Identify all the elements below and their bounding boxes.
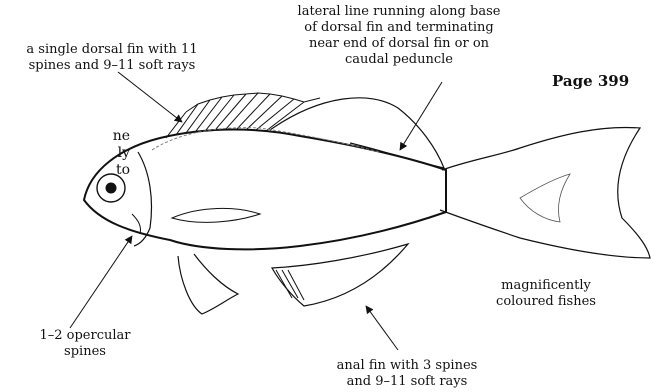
dorsal-spines <box>166 93 320 138</box>
pectoral-fin <box>172 208 260 222</box>
fish-body <box>84 130 446 250</box>
arrow-opercular-spines <box>70 236 132 328</box>
arrow-lateral-line <box>400 82 442 150</box>
anal-spines <box>276 270 304 300</box>
arrow-dorsal-fin <box>118 72 182 122</box>
pelvic-fin <box>178 254 238 314</box>
anal-fin <box>272 244 408 306</box>
caudal-fin-inner <box>520 174 570 222</box>
arrow-anal-fin <box>366 306 398 350</box>
caudal-fin <box>440 127 650 258</box>
eye-pupil <box>106 183 117 194</box>
